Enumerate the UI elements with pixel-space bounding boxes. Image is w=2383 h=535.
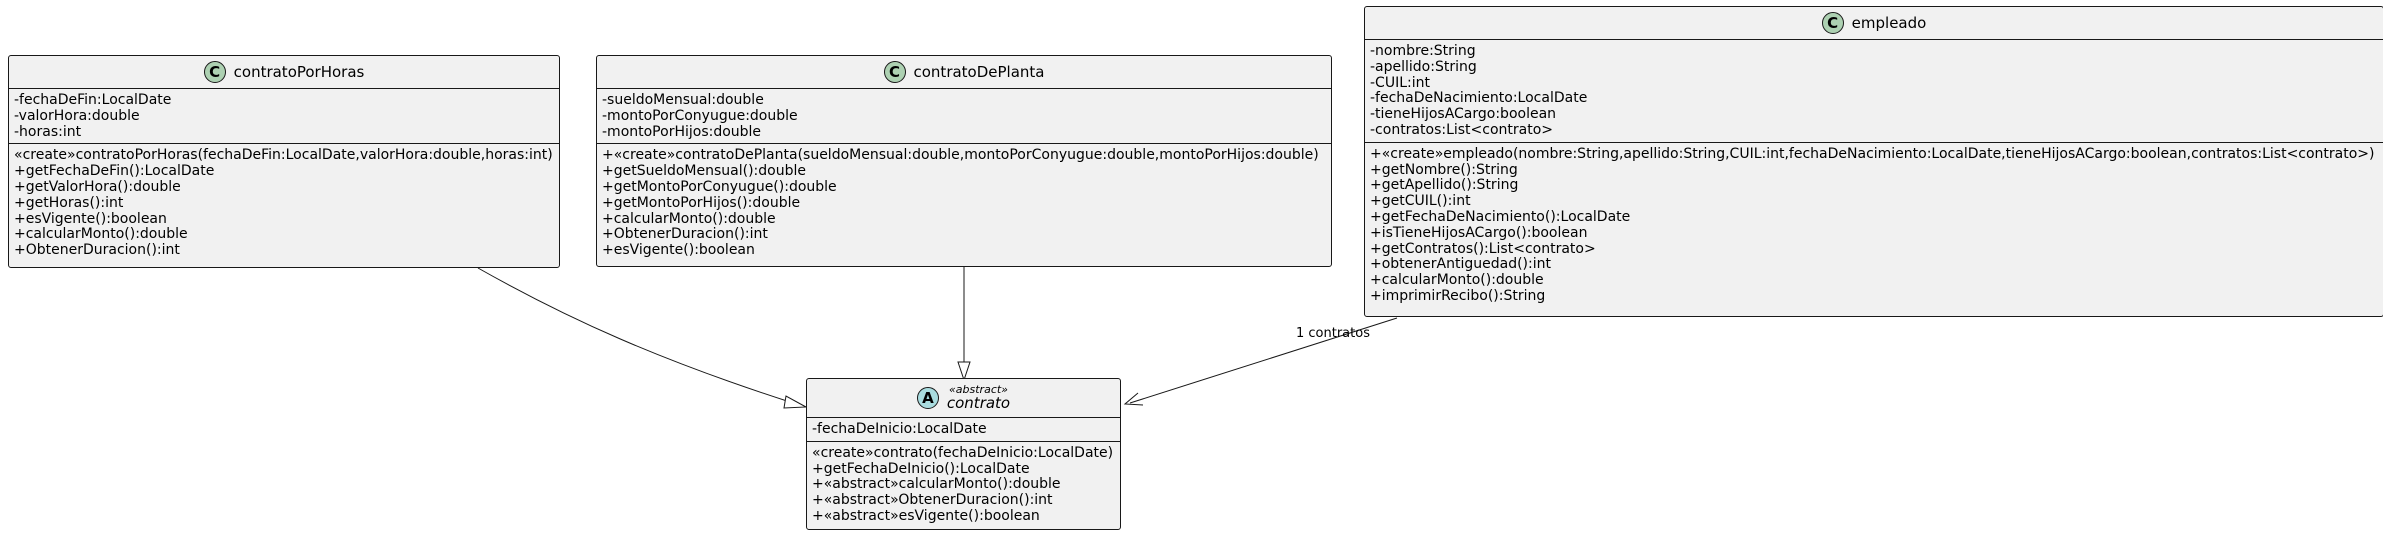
attribute: -nombre:String xyxy=(1370,43,1476,59)
method: +esVigente():boolean xyxy=(602,242,755,259)
stereotype-label: «abstract» xyxy=(949,383,1008,397)
method: +«abstract»ObtenerDuracion():int xyxy=(812,492,1053,509)
method: +calcularMonto():double xyxy=(602,210,776,227)
method: +getMontoPorConyugue():double xyxy=(602,178,837,195)
attributes-compartment: -nombre:String -apellido:String -CUIL:in… xyxy=(1365,39,2383,142)
method: +getFechaDeNacimiento():LocalDate xyxy=(1370,208,1631,225)
method: +ObtenerDuracion():int xyxy=(14,242,180,259)
class-header: A «abstract» contrato xyxy=(807,379,1120,417)
class-c-icon: C xyxy=(883,61,906,83)
attribute: -fechaDeInicio:LocalDate xyxy=(812,421,987,437)
method: +«create»contratoDePlanta(sueldoMensual:… xyxy=(602,147,1319,164)
class-contratoDePlanta[interactable]: C contratoDePlanta -sueldoMensual:double… xyxy=(596,55,1332,267)
method: +calcularMonto():double xyxy=(1370,272,1544,289)
class-header: C contratoPorHoras xyxy=(9,56,559,88)
method: «create»contratoPorHoras(fechaDeFin:Loca… xyxy=(14,147,553,164)
inheritance-edge-contratoPorHoras xyxy=(477,267,791,403)
attribute: -montoPorConyugue:double xyxy=(602,107,798,124)
attributes-compartment: -fechaDeInicio:LocalDate xyxy=(807,417,1120,441)
method: +getApellido():String xyxy=(1370,177,1519,194)
method: +getSueldoMensual():double xyxy=(602,163,806,180)
attribute: -tieneHijosACargo:boolean xyxy=(1370,106,1557,123)
method: +getHoras():int xyxy=(14,194,124,211)
class-name: contrato xyxy=(946,393,1011,412)
association-label: 1 contratos xyxy=(1296,326,1370,341)
method: +calcularMonto():double xyxy=(14,226,188,243)
method: +isTieneHijosACargo():boolean xyxy=(1370,224,1588,241)
class-name-block: «abstract» contrato xyxy=(947,384,1010,411)
method: +getFechaDeInicio():LocalDate xyxy=(812,460,1030,477)
class-name: contratoDePlanta xyxy=(913,63,1045,81)
class-c-icon: C xyxy=(203,61,226,83)
method: +getContratos():List<contrato> xyxy=(1370,240,1596,257)
inheritance-arrowhead-contratoPorHoras xyxy=(783,395,808,409)
method: +getCUIL():int xyxy=(1370,193,1471,210)
attribute: -valorHora:double xyxy=(14,107,140,124)
association-arrowhead xyxy=(1123,392,1144,406)
attribute: -fechaDeFin:LocalDate xyxy=(14,92,172,108)
class-header: C empleado xyxy=(1365,7,2383,39)
class-contratoPorHoras[interactable]: C contratoPorHoras -fechaDeFin:LocalDate… xyxy=(8,55,560,268)
method: +«create»empleado(nombre:String,apellido… xyxy=(1370,145,2375,162)
method: +getMontoPorHijos():double xyxy=(602,194,801,211)
attribute: -contratos:List<contrato> xyxy=(1370,121,1554,138)
class-header: C contratoDePlanta xyxy=(597,56,1331,88)
method: +ObtenerDuracion():int xyxy=(602,226,768,243)
attributes-compartment: -sueldoMensual:double -montoPorConyugue:… xyxy=(597,88,1331,143)
method: +imprimirRecibo():String xyxy=(1370,287,1546,304)
attribute: -apellido:String xyxy=(1370,58,1477,75)
attributes-compartment: -fechaDeFin:LocalDate -valorHora:double … xyxy=(9,88,559,143)
methods-compartment: «create»contratoPorHoras(fechaDeFin:Loca… xyxy=(9,143,559,262)
attribute: -CUIL:int xyxy=(1370,74,1430,91)
class-name: contratoPorHoras xyxy=(233,63,365,81)
attribute: -horas:int xyxy=(14,123,82,140)
attribute: -montoPorHijos:double xyxy=(602,123,762,140)
inheritance-arrowhead-contratoDePlanta xyxy=(957,361,971,382)
method: +getValorHora():double xyxy=(14,178,181,195)
method: +getFechaDeFin():LocalDate xyxy=(14,163,215,180)
association-edge-empleado-contrato xyxy=(1129,317,1398,404)
methods-compartment: «create»contrato(fechaDeInicio:LocalDate… xyxy=(807,440,1120,528)
methods-compartment: +«create»contratoDePlanta(sueldoMensual:… xyxy=(597,143,1331,262)
method: «create»contrato(fechaDeInicio:LocalDate… xyxy=(812,444,1114,461)
method: +esVigente():boolean xyxy=(14,210,167,227)
attribute: -sueldoMensual:double xyxy=(602,92,764,108)
method: +«abstract»esVigente():boolean xyxy=(812,507,1040,524)
class-contrato[interactable]: A «abstract» contrato -fechaDeInicio:Loc… xyxy=(806,378,1121,530)
class-empleado[interactable]: C empleado -nombre:String -apellido:Stri… xyxy=(1364,6,2383,317)
methods-compartment: +«create»empleado(nombre:String,apellido… xyxy=(1365,141,2383,308)
method: +«abstract»calcularMonto():double xyxy=(812,476,1061,493)
method: +obtenerAntiguedad():int xyxy=(1370,256,1551,273)
class-name: empleado xyxy=(1851,14,1927,32)
class-c-icon: C xyxy=(1821,12,1844,34)
method: +getNombre():String xyxy=(1370,161,1518,178)
attribute: -fechaDeNacimiento:LocalDate xyxy=(1370,90,1588,107)
abstract-a-icon: A xyxy=(916,387,939,409)
